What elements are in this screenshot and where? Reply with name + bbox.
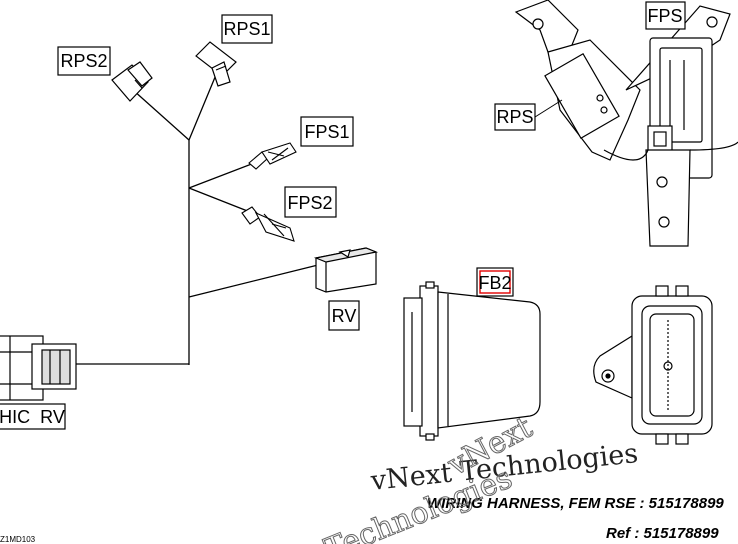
label-rps2: RPS2 <box>57 46 111 76</box>
label-fb2: FB2 <box>476 267 514 297</box>
label-rps-text: RPS <box>496 107 533 127</box>
label-rps2-text: RPS2 <box>60 51 107 71</box>
label-hic-rv: HIC RV <box>0 403 66 430</box>
label-rv-text: RV <box>332 306 357 326</box>
label-hic-rv-text: HIC RV <box>0 407 65 427</box>
fb2-side-view <box>403 281 541 441</box>
rps2-connector <box>111 61 153 102</box>
fps2-terminal <box>241 206 295 242</box>
label-rps1-text: RPS1 <box>223 19 270 39</box>
harness-wires <box>75 69 319 365</box>
figure-code: Z1MD103 <box>0 535 36 544</box>
label-fps2: FPS2 <box>284 186 337 218</box>
ref-note: Ref : 515178899 <box>606 525 719 542</box>
label-fb2-text: FB2 <box>478 273 511 293</box>
label-rps1: RPS1 <box>221 14 273 44</box>
hic-rv-connector <box>0 335 77 401</box>
label-rps: RPS <box>494 103 536 131</box>
rps-leader-line <box>534 99 563 118</box>
label-fps1-text: FPS1 <box>304 122 349 142</box>
label-rv: RV <box>328 300 360 331</box>
fb2-highlight-box <box>479 270 511 294</box>
label-fps1: FPS1 <box>300 116 354 147</box>
rv-connector <box>313 247 379 293</box>
rps1-connector <box>195 41 237 87</box>
sensor-bracket-assembly <box>514 0 738 247</box>
wiring-harness-note: WIRING HARNESS, FEM RSE : 515178899 <box>427 495 724 512</box>
fps1-terminal <box>248 142 297 170</box>
watermark: vNext Technologies vNext Technologies <box>319 409 639 544</box>
label-fps2-text: FPS2 <box>287 193 332 213</box>
fb2-front-view <box>593 285 713 445</box>
label-fps: FPS <box>645 1 686 30</box>
label-fps-text: FPS <box>647 6 682 26</box>
